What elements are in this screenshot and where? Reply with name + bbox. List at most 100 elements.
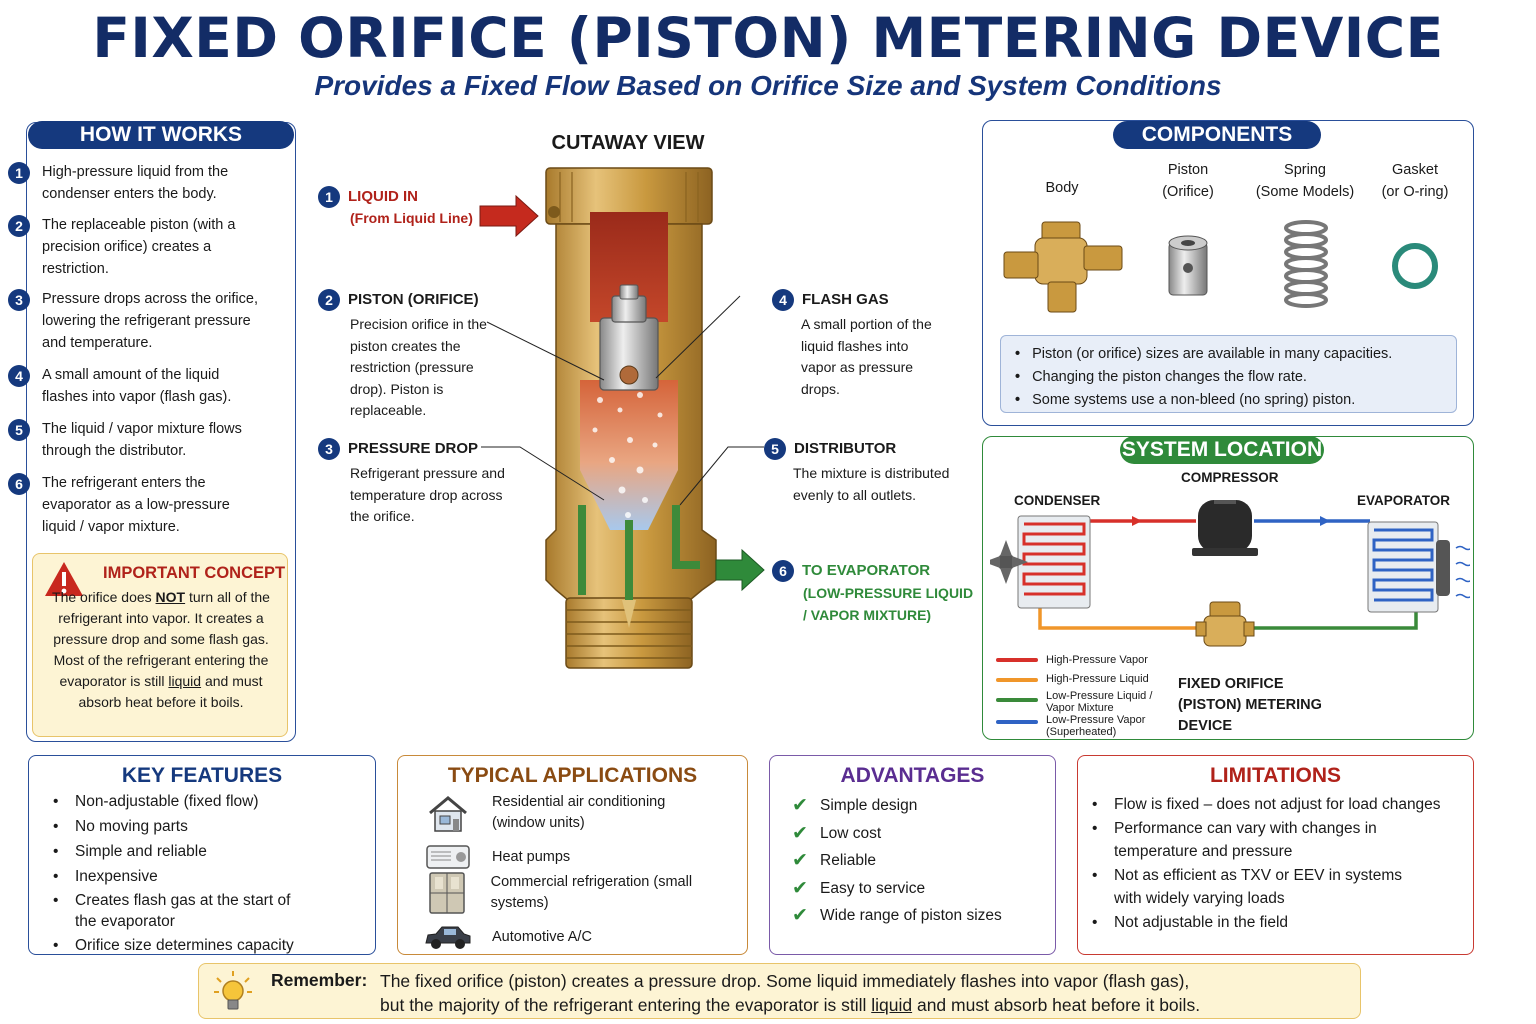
system-loop-diagram [990,500,1470,647]
legend-swatch [996,678,1038,682]
step-text: High-pressure liquid from the condenser … [42,164,229,202]
remember-banner: Remember: The fixed orifice (piston) cre… [198,963,1361,1019]
limitations-title: LIMITATIONS [1209,764,1342,787]
limitation-item: Not as efficient as TXV or EEV in system… [1088,864,1428,910]
concept-title: IMPORTANT CONCEPT [103,564,286,582]
application-item: Automotive A/C [422,916,592,958]
advantage-item: Easy to service [790,877,1050,900]
application-item: Commercial refrigeration (small systems) [422,872,747,914]
lightbulb-icon [214,971,252,1010]
metering-device-icon [1195,601,1255,647]
legend-swatch [996,720,1038,724]
feature-item: Orifice size determines capacity [49,934,369,957]
step-text: Pressure drops across the orifice, lower… [42,291,258,351]
warning-icon [45,562,83,596]
compressor-label: COMPRESSOR [1181,470,1279,485]
legend-swatch [996,658,1038,662]
components-notes: Piston (or orifice) sizes are available … [1000,335,1457,413]
step-number: 3 [8,289,30,311]
feature-item: No moving parts [49,815,369,838]
evaporator-label: EVAPORATOR [1357,493,1451,508]
note-item: Piston (or orifice) sizes are available … [1015,343,1392,366]
key-features-title: KEY FEATURES [121,764,283,787]
feature-item: Non-adjustable (fixed flow) [49,790,369,813]
page-subtitle: Provides a Fixed Flow Based on Orifice S… [314,70,1222,101]
components-illustrations [1003,220,1438,313]
step-number: 2 [8,215,30,237]
car-icon [422,916,474,958]
application-item: Residential air conditioning (window uni… [422,792,702,834]
condenser-label: CONDENSER [1014,493,1101,508]
step-number: 5 [8,419,30,441]
applications-panel: TYPICAL APPLICATIONS Residential air con… [397,755,748,955]
limitations-panel: LIMITATIONS Flow is fixed – does not adj… [1077,755,1474,955]
refrigerator-icon [422,872,473,914]
heat-pump-icon [422,836,474,878]
key-features-panel: KEY FEATURES Non-adjustable (fixed flow)… [28,755,376,957]
step-text: The liquid / vapor mixture flows through… [42,421,242,459]
components-title: COMPONENTS [1113,121,1321,149]
cutaway-diagram [479,167,765,669]
how-it-works-title: HOW IT WORKS [28,121,294,149]
feature-item: Simple and reliable [49,840,369,863]
evaporator-icon [1367,521,1450,613]
step-number: 4 [8,365,30,387]
how-step-4: 4 A small amount of the liquid flashes i… [8,364,263,408]
concept-text: The orifice does NOT turn all of the ref… [52,589,270,710]
advantage-item: Low cost [790,822,1050,845]
step-text: The refrigerant enters the evaporator as… [42,475,230,535]
remember-text: The fixed orifice (piston) creates a pre… [380,971,1201,1015]
airflow-icon [1455,545,1470,599]
limitation-item: Not adjustable in the field [1088,911,1468,934]
device-label: FIXED ORIFICE (PISTON) METERING DEVICE [1178,676,1322,734]
condenser-icon [990,515,1091,609]
component-gasket-label: Gasket(or O-ring) [1381,162,1449,200]
step-text: A small amount of the liquid flashes int… [42,367,232,405]
limitation-item: Flow is fixed – does not adjust for load… [1088,793,1468,816]
house-icon [422,792,474,834]
advantage-item: Simple design [790,794,1050,817]
system-location-title: SYSTEM LOCATION [1120,436,1324,464]
spring-part-icon [1284,220,1328,308]
how-step-1: 1 High-pressure liquid from the condense… [8,161,263,205]
feature-item: Inexpensive [49,865,369,888]
legend-item: High-Pressure Vapor [1046,654,1148,666]
step-number: 6 [8,473,30,495]
component-body-label: Body [1045,180,1079,196]
note-item: Some systems use a non-bleed (no spring)… [1015,389,1392,412]
note-item: Changing the piston changes the flow rat… [1015,366,1392,389]
step-number: 1 [8,162,30,184]
advantages-panel: ADVANTAGES Simple design Low cost Reliab… [769,755,1056,955]
cutaway-title: CUTAWAY VIEW [551,132,705,154]
applications-title: TYPICAL APPLICATIONS [447,764,698,787]
limitation-item: Performance can vary with changes in tem… [1088,817,1418,863]
remember-label: Remember: [271,970,368,990]
legend-swatch [996,698,1038,702]
component-spring-label: Spring(Some Models) [1255,162,1355,200]
component-piston-label: Piston(Orifice) [1162,162,1214,200]
page-title: FIXED ORIFICE (PISTON) METERING DEVICE [92,6,1444,70]
gasket-ring-icon [1392,243,1438,289]
important-concept-box: IMPORTANT CONCEPT The orifice does NOT t… [32,553,288,737]
how-step-6: 6 The refrigerant enters the evaporator … [8,472,263,538]
piston-part-icon [1168,235,1208,296]
feature-item: Creates flash gas at the start of the ev… [49,890,299,932]
body-fitting-icon [1003,221,1123,313]
how-step-3: 3 Pressure drops across the orifice, low… [8,288,263,354]
advantages-title: ADVANTAGES [840,764,985,787]
step-text: The replaceable piston (with a precision… [42,217,236,277]
advantage-item: Wide range of piston sizes [790,904,1050,927]
legend-item: Low-Pressure Liquid / Vapor Mixture [1046,690,1153,714]
advantage-item: Reliable [790,849,1050,872]
legend-item: High-Pressure Liquid [1046,673,1149,685]
how-step-5: 5 The liquid / vapor mixture flows throu… [8,418,263,462]
how-step-2: 2 The replaceable piston (with a precisi… [8,214,263,280]
application-item: Heat pumps [422,836,570,878]
legend-item: Low-Pressure Vapor (Superheated) [1046,714,1146,738]
